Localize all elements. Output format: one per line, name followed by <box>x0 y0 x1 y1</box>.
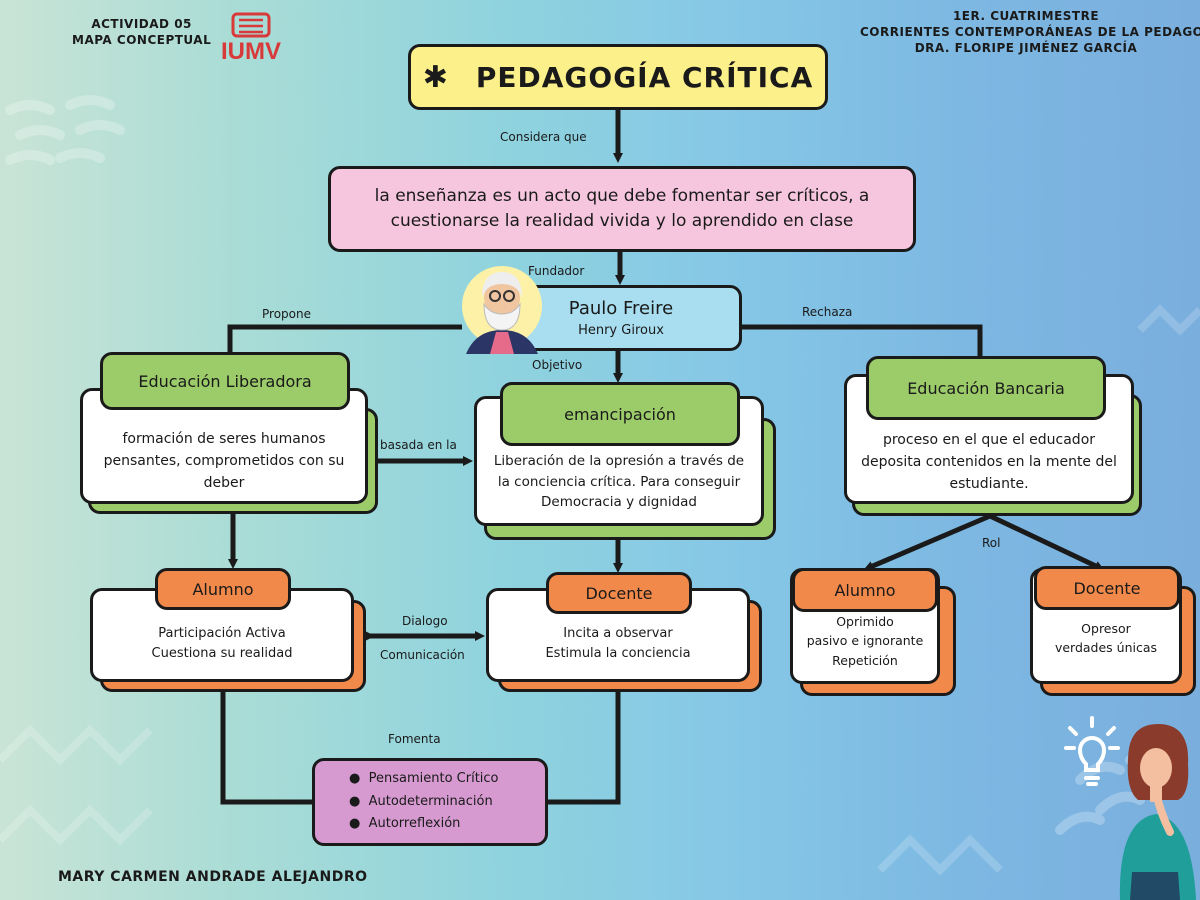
docente-lib-line-1: Incita a observar <box>563 625 673 641</box>
label-considera: Considera que <box>500 130 587 144</box>
label-basada: basada en la <box>380 438 457 452</box>
list-item: ● Pensamiento Crítico <box>349 770 499 786</box>
activity-type: MAPA CONCEPTUAL <box>72 33 212 48</box>
founder-name: Paulo Freire <box>568 298 674 319</box>
activity-number: ACTIVIDAD 05 <box>91 17 192 31</box>
alumno-ban-title: Alumno <box>834 580 896 600</box>
bancaria-line-2: deposita contenidos en la mente del <box>861 454 1117 471</box>
emancipacion-title: emancipación <box>564 404 676 424</box>
author-name: MARY CARMEN ANDRADE ALEJANDRO <box>58 869 368 885</box>
list-item: ● Autorreflexión <box>349 816 461 832</box>
label-rol: Rol <box>982 536 1001 550</box>
docente-lib-line-2: Estimula la conciencia <box>545 646 691 661</box>
emancipacion-line-3: Democracia y dignidad <box>541 494 697 511</box>
alumno-ban-title-box: Alumno <box>792 568 938 612</box>
label-propone: Propone <box>262 307 311 321</box>
logo-emblem-icon <box>231 12 271 38</box>
emancipacion-title-box: emancipación <box>500 382 740 446</box>
alumno-ban-line-1: Oprimido <box>836 613 894 629</box>
bancaria-line-3: estudiante. <box>949 475 1029 492</box>
label-fundador: Fundador <box>528 264 585 278</box>
label-comunicacion: Comunicación <box>380 648 465 662</box>
bullet-icon: ● <box>349 770 369 786</box>
lightbulb-icon <box>1064 716 1120 786</box>
docente-ban-title: Docente <box>1073 578 1141 598</box>
docente-lib-title-box: Docente <box>546 572 692 614</box>
label-objetivo: Objetivo <box>532 358 583 372</box>
page-title: PEDAGOGÍA CRÍTICA <box>475 60 814 94</box>
fomenta-box: ● Pensamiento Crítico ● Autodeterminació… <box>312 758 548 846</box>
logo-text: IUMV <box>221 38 281 65</box>
liberadora-title-box: Educación Liberadora <box>100 352 350 410</box>
thinking-woman-illustration <box>1119 724 1196 900</box>
list-item: ● Autodeterminación <box>349 793 493 809</box>
term-label: 1ER. CUATRIMESTRE <box>952 9 1100 23</box>
alumno-ban-line-2: pasivo e ignorante <box>806 633 924 649</box>
bullet-icon: ● <box>349 816 369 832</box>
alumno-ban-line-3: Repetición <box>832 652 898 668</box>
alumno-lib-line-2: Cuestiona su realidad <box>151 646 293 661</box>
definition-line-1: la enseñanza es un acto que debe fomenta… <box>374 185 870 206</box>
course-name: CORRIENTES CONTEMPORÁNEAS DE LA PEDAGOGÍ… <box>860 25 1200 40</box>
docente-ban-line-1: Opresor <box>1081 620 1131 636</box>
iumv-logo: IUMV <box>212 12 290 66</box>
emancipacion-line-2: la conciencia crítica. Para conseguir <box>497 473 741 490</box>
bancaria-line-1: proceso en el que el educador <box>882 432 1096 449</box>
bancaria-title: Educación Bancaria <box>907 378 1065 398</box>
founder-box: Paulo Freire Henry Giroux <box>500 285 742 351</box>
definition-box: la enseñanza es un acto que debe fomenta… <box>328 166 916 252</box>
docente-lib-title: Docente <box>585 583 653 603</box>
liberadora-line-2: pensantes, comprometidos con su <box>103 453 345 470</box>
liberadora-title: Educación Liberadora <box>138 371 312 391</box>
definition-line-2: cuestionarse la realidad vivida y lo apr… <box>390 211 854 231</box>
docente-ban-title-box: Docente <box>1034 566 1180 610</box>
label-fomenta: Fomenta <box>388 732 441 746</box>
liberadora-line-3: deber <box>203 474 245 491</box>
bancaria-title-box: Educación Bancaria <box>866 356 1106 420</box>
emancipacion-line-1: Liberación de la opresión a través de <box>493 452 745 469</box>
founder-secondary: Henry Giroux <box>578 323 664 338</box>
alumno-lib-line-1: Participación Activa <box>158 625 286 641</box>
teacher-name: DRA. FLORIPE JIMÉNEZ GARCÍA <box>914 41 1138 56</box>
activity-header: ACTIVIDAD 05 MAPA CONCEPTUAL <box>72 16 211 48</box>
bullet-icon: ● <box>349 793 369 809</box>
label-dialogo: Dialogo <box>402 614 448 628</box>
freire-portrait-illustration <box>462 266 542 354</box>
asterisk-icon: ✱ <box>422 59 448 95</box>
alumno-lib-title: Alumno <box>192 579 254 599</box>
alumno-lib-title-box: Alumno <box>155 568 291 610</box>
label-rechaza: Rechaza <box>802 305 853 319</box>
course-header: 1ER. CUATRIMESTRE CORRIENTES CONTEMPORÁN… <box>860 8 1200 57</box>
title-box: ✱ PEDAGOGÍA CRÍTICA <box>408 44 828 110</box>
docente-ban-line-2: verdades únicas <box>1054 640 1158 655</box>
liberadora-line-1: formación de seres humanos <box>122 431 326 448</box>
